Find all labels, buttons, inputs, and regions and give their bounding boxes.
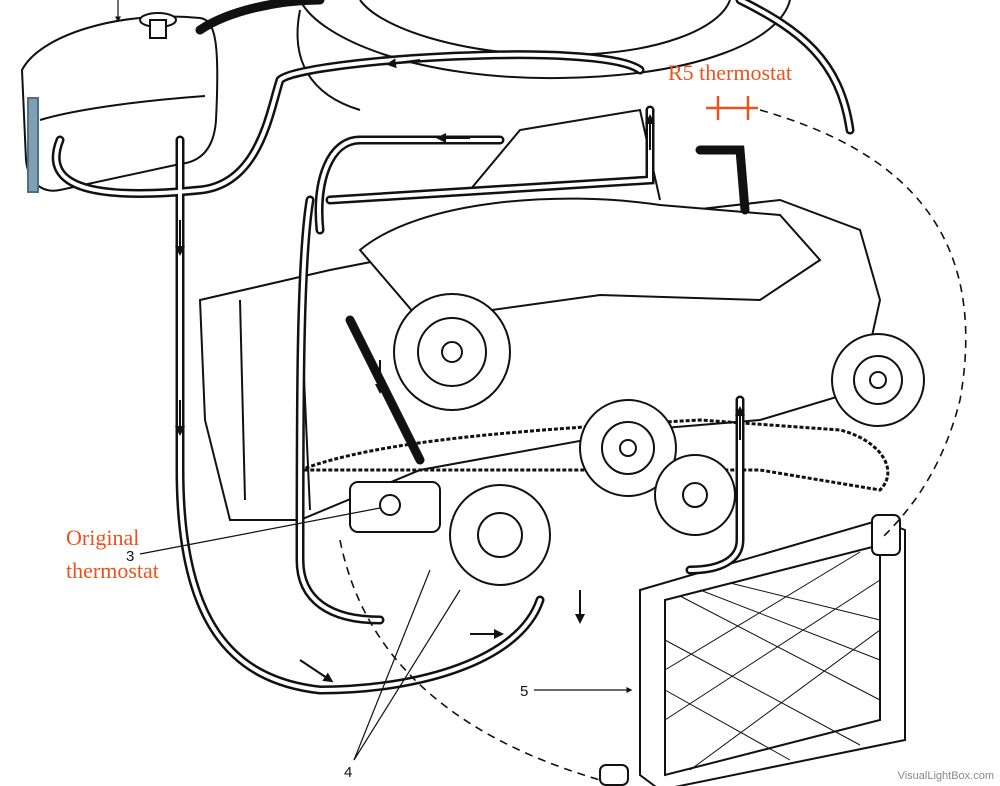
flow-arrows	[175, 58, 745, 683]
r5-thermostat-label: R5 thermostat	[668, 60, 793, 85]
r5-thermostat-marker	[706, 96, 758, 120]
expansion-tank	[20, 12, 219, 193]
reservoir-level-bar	[27, 97, 39, 193]
original-thermostat-label-line1: Original	[66, 525, 140, 550]
callout-3: 3	[126, 548, 135, 565]
engine-block	[198, 108, 882, 521]
water-pump	[449, 454, 736, 586]
radiator-hose-dashed	[759, 109, 967, 541]
watermark: VisualLightBox.com	[897, 770, 994, 782]
original-thermostat-housing	[349, 481, 441, 533]
callout-4: 4	[344, 764, 353, 781]
radiator	[599, 514, 906, 786]
idler-pulley	[831, 333, 925, 427]
callout-leaders	[115, 0, 633, 761]
lower-hose-dashed	[339, 539, 601, 781]
alternator	[393, 293, 511, 411]
original-thermostat-label-line2: thermostat	[66, 558, 159, 583]
crank-pulley	[579, 399, 677, 497]
callout-5: 5	[520, 683, 529, 700]
